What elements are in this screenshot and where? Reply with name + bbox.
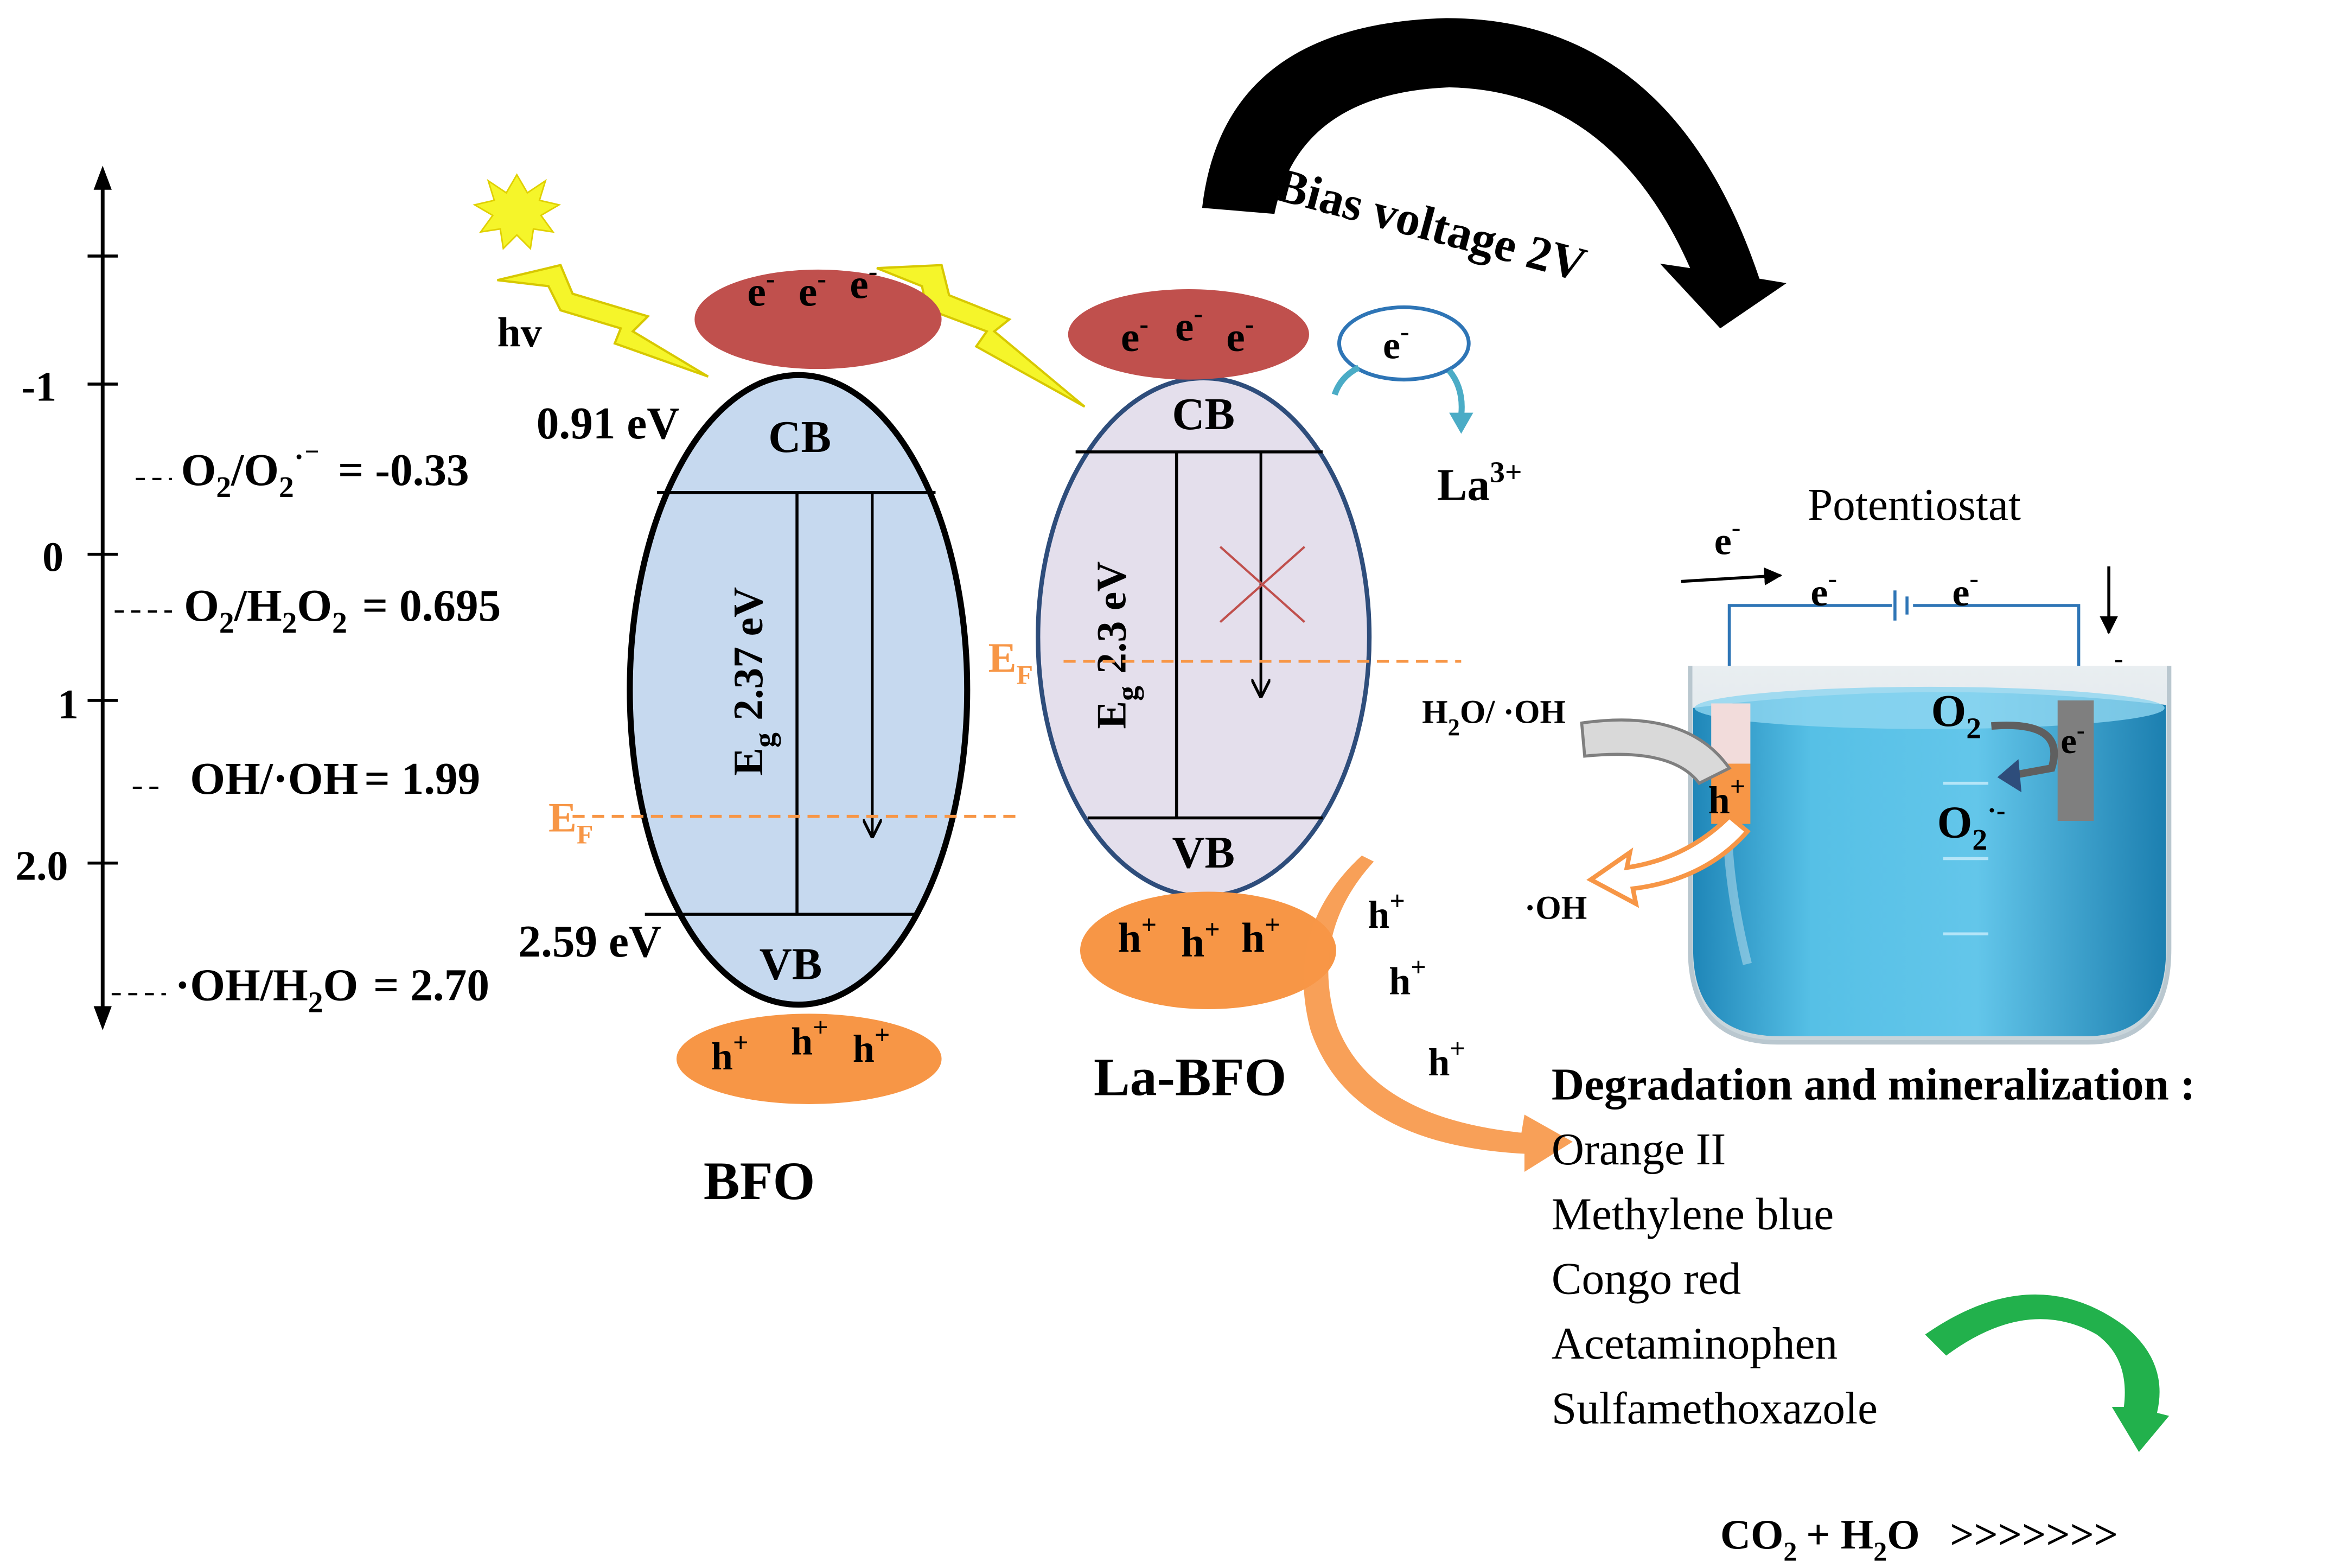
bias-voltage-label: Bias voltage 2V bbox=[1270, 158, 1592, 292]
bfo-holes-cloud bbox=[676, 1014, 942, 1104]
counter-electrode bbox=[2057, 700, 2094, 821]
curved-arrow-icon bbox=[1303, 855, 1573, 1172]
axis-up-arrow-icon bbox=[93, 165, 112, 190]
bias-voltage-arrow: Bias voltage 2V bbox=[1202, 18, 1787, 329]
lightning-bolt-icon bbox=[497, 264, 709, 378]
potential-oh-radical: OH/·OH= 1.99 bbox=[190, 754, 480, 804]
axis-down-arrow-icon bbox=[93, 1006, 112, 1030]
bfo-hole: h+ bbox=[791, 1012, 828, 1063]
cathode-electron: e- bbox=[2060, 716, 2084, 761]
mineralization-products: CO2+ H2O>>>>>>> bbox=[1720, 1511, 2118, 1566]
bfo-hole: h+ bbox=[711, 1027, 749, 1078]
bfo-fermi-label: EF bbox=[548, 794, 593, 849]
bfo-vb-energy: 2.59 eV bbox=[518, 917, 661, 967]
sun-icon bbox=[473, 173, 562, 250]
labfo-hole: h+ bbox=[1241, 909, 1280, 961]
potential-o2-h2o2: O2/H2O2= 0.695 bbox=[184, 581, 501, 640]
bfo-electron: e- bbox=[799, 263, 826, 315]
bfo-vb-label: VB bbox=[760, 940, 822, 990]
oh-radical-label: ·OH bbox=[1524, 890, 1587, 926]
hole-migration: h+ h+ h+ bbox=[1303, 855, 1573, 1172]
migrating-hole: h+ bbox=[1368, 885, 1405, 936]
pollutant-item: Methylene blue bbox=[1552, 1189, 1834, 1239]
migrating-hole: h+ bbox=[1428, 1033, 1465, 1084]
labfo-label: La-BFO bbox=[1094, 1047, 1286, 1107]
o2-label: O2 bbox=[1931, 686, 1982, 745]
bfo-band-structure: CB VB Eg2.37 eV 0.91 eV 2.59 eV EF e- e-… bbox=[518, 256, 1019, 1211]
labfo-holes-cloud bbox=[1080, 891, 1336, 1010]
degradation-title: Degradation and mineralization : bbox=[1552, 1060, 2196, 1110]
bfo-electron: e- bbox=[850, 256, 877, 307]
axis-tick-label: 2.0 bbox=[15, 842, 68, 889]
wire-electron: e- bbox=[1952, 563, 1979, 614]
wire-electron: e- bbox=[1714, 512, 1741, 563]
labfo-electron: e- bbox=[1226, 309, 1254, 360]
labfo-hole: h+ bbox=[1118, 909, 1157, 961]
curved-arrow-icon bbox=[1202, 18, 1787, 329]
labfo-vb-label: VB bbox=[1172, 828, 1235, 878]
circuit-wire bbox=[1727, 604, 2081, 671]
superoxide-label: O2·- bbox=[1937, 795, 2006, 857]
wire-electron: e- bbox=[1810, 563, 1837, 614]
labfo-bandgap-label: Eg2.3 eV bbox=[1088, 562, 1144, 729]
pollutant-item: Congo red bbox=[1552, 1254, 1741, 1304]
potentiostat-label: Potentiostat bbox=[1808, 480, 2021, 530]
labfo-electron: e- bbox=[1121, 309, 1149, 360]
bfo-electrons-cloud bbox=[694, 269, 942, 369]
energy-axis: -1 0 1 2.0 bbox=[15, 165, 118, 1030]
la-ion-label: La3+ bbox=[1437, 456, 1522, 510]
anode-hole: h+ bbox=[1708, 771, 1746, 822]
labfo-hole: h+ bbox=[1181, 914, 1220, 966]
electron-flow-arrow-icon bbox=[1681, 567, 1783, 585]
potential-o2-superoxide: O2/O2·⁻= -0.33 bbox=[181, 441, 469, 505]
bfo-cb-label: CB bbox=[768, 412, 831, 462]
hydroxyl-release-arrow-icon bbox=[1586, 813, 1751, 908]
water-oxidation-arrow-icon bbox=[1580, 718, 1732, 786]
pollutant-item: Orange II bbox=[1552, 1125, 1726, 1175]
bfo-electron: e- bbox=[747, 263, 775, 315]
electrochemical-cell: Potentiostat e- e- e- e- h+ H2O/ ·OH ·OH… bbox=[1422, 480, 2172, 1045]
axis-tick-label: 0 bbox=[42, 533, 63, 580]
labfo-cb-label: CB bbox=[1172, 390, 1235, 439]
h2o-oh-label: H2O/ ·OH bbox=[1422, 694, 1566, 741]
la-electron-trap: e- La3+ bbox=[1331, 305, 1522, 511]
light-label: hv bbox=[497, 309, 542, 356]
labfo-fermi-label: EF bbox=[988, 634, 1033, 690]
oxygen-reduction-arrow-icon bbox=[1991, 721, 2058, 778]
pollutant-item: Acetaminophen bbox=[1552, 1319, 1838, 1369]
migrating-hole: h+ bbox=[1389, 952, 1426, 1003]
green-curved-arrow-icon bbox=[1925, 1294, 2170, 1452]
bfo-label: BFO bbox=[704, 1151, 815, 1211]
axis-tick-label: 1 bbox=[58, 681, 79, 728]
dye-solution bbox=[1693, 692, 2166, 1037]
curved-arrow-icon bbox=[1331, 365, 1361, 396]
bfo-hole: h+ bbox=[853, 1019, 890, 1070]
pollutant-item: Sulfamethoxazole bbox=[1552, 1384, 1878, 1433]
labfo-electron: e- bbox=[1175, 298, 1203, 349]
trapped-electron: e- bbox=[1383, 316, 1409, 367]
axis-tick-label: -1 bbox=[21, 363, 56, 410]
bfo-cb-energy: 0.91 eV bbox=[537, 399, 680, 449]
bfo-bandgap-label: Eg2.37 eV bbox=[725, 587, 781, 776]
redox-potentials: O2/O2·⁻= -0.33 O2/H2O2= 0.695 OH/·OH= 1.… bbox=[111, 441, 501, 1019]
potential-oh-h2o: ·OH/H2O= 2.70 bbox=[175, 960, 489, 1019]
labfo-electrons-cloud bbox=[1068, 289, 1309, 380]
degradation-section: Degradation and mineralization : Orange … bbox=[1552, 1060, 2196, 1567]
labfo-band-structure: CB VB Eg2.3 eV EF e- e- e- h+ h+ h+ La-B… bbox=[988, 289, 1462, 1107]
